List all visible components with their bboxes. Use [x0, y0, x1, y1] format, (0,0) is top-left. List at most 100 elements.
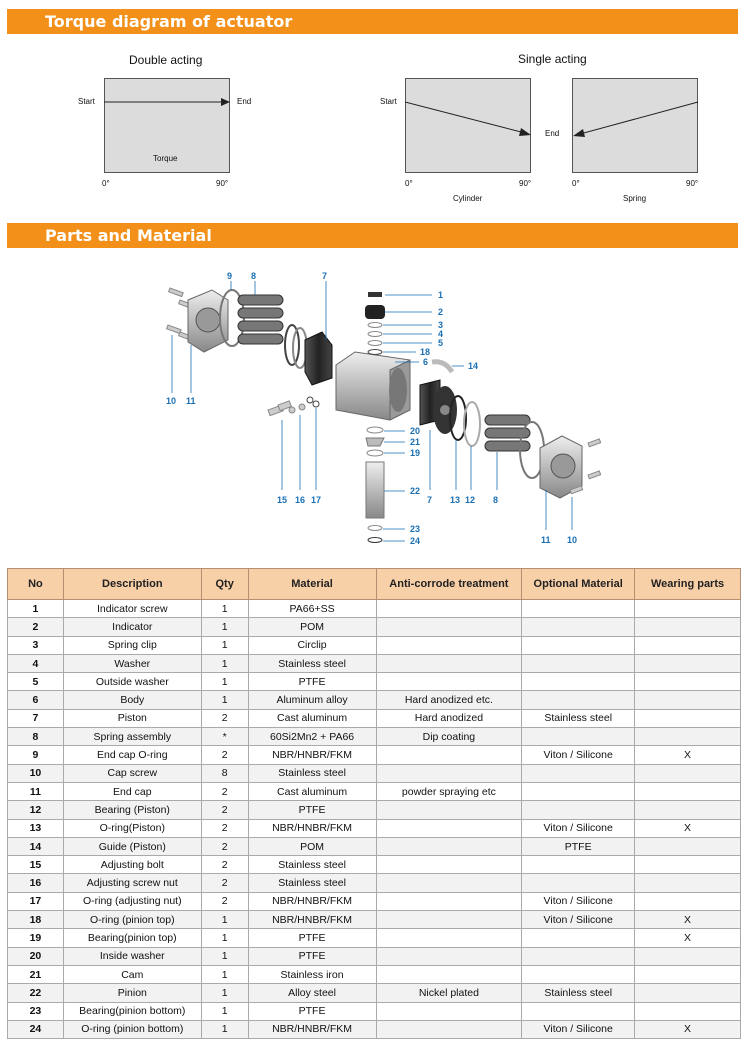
quantity-cell: 1: [200, 910, 249, 930]
column-header: Material: [247, 568, 377, 600]
double-start-label: Start: [78, 97, 95, 106]
callout-21: 21: [410, 437, 420, 447]
callout-18: 18: [420, 347, 430, 357]
description-cell: Washer: [62, 653, 202, 674]
cylinder-arrow: [405, 101, 531, 136]
spring-0-label: 0°: [572, 179, 580, 188]
anti-corrode-treatment-cell: [375, 745, 523, 765]
column-header: Wearing parts: [634, 568, 741, 600]
material-cell: Cast aluminum: [247, 708, 377, 729]
anti-corrode-treatment-cell: [375, 928, 523, 948]
wearing-part-cell: X: [634, 928, 741, 948]
wearing-part-cell: [634, 653, 741, 674]
wearing-part-cell: X: [634, 818, 741, 838]
material-cell: Aluminum alloy: [247, 690, 377, 710]
anti-corrode-treatment-cell: [375, 818, 523, 838]
description-cell: Adjusting screw nut: [62, 873, 202, 893]
material-cell: Stainless steel: [247, 653, 377, 674]
optional-material-cell: [521, 727, 636, 747]
material-cell: Alloy steel: [247, 983, 377, 1003]
anti-corrode-treatment-cell: [375, 617, 523, 637]
material-cell: Circlip: [247, 635, 377, 655]
cylinder-0-label: 0°: [405, 179, 413, 188]
description-cell: Bearing (Piston): [62, 800, 202, 820]
anti-corrode-treatment-cell: [375, 653, 523, 674]
anti-corrode-treatment-cell: Dip coating: [375, 727, 523, 747]
part-number-cell: 4: [7, 653, 64, 674]
description-cell: Bearing(pinion bottom): [62, 1001, 202, 1021]
callout-6: 6: [423, 357, 428, 367]
description-cell: O-ring (pinion bottom): [62, 1019, 202, 1040]
optional-material-cell: [521, 763, 636, 783]
anti-corrode-treatment-cell: [375, 946, 523, 966]
description-cell: Adjusting bolt: [62, 855, 202, 875]
material-cell: PTFE: [247, 928, 377, 948]
part-number-cell: 14: [7, 836, 64, 857]
part-number-cell: 3: [7, 635, 64, 655]
wearing-part-cell: [634, 946, 741, 966]
cylinder-label: Cylinder: [453, 194, 483, 203]
quantity-cell: 2: [200, 781, 249, 802]
anti-corrode-treatment-cell: Hard anodized etc.: [375, 690, 523, 710]
optional-material-cell: Stainless steel: [521, 708, 636, 729]
anti-corrode-treatment-cell: [375, 855, 523, 875]
material-cell: PTFE: [247, 672, 377, 692]
cylinder-90-label: 90°: [519, 179, 532, 188]
description-cell: Pinion: [62, 983, 202, 1003]
callout-7-bottom: 7: [427, 495, 432, 505]
description-cell: Cap screw: [62, 763, 202, 783]
wearing-part-cell: [634, 635, 741, 655]
material-cell: Stainless steel: [247, 873, 377, 893]
quantity-cell: 1: [200, 1019, 249, 1040]
callout-23: 23: [410, 524, 420, 534]
quantity-cell: 1: [200, 964, 249, 985]
quantity-cell: 2: [200, 818, 249, 838]
material-cell: PTFE: [247, 1001, 377, 1021]
anti-corrode-treatment-cell: powder spraying etc: [375, 781, 523, 802]
optional-material-cell: [521, 800, 636, 820]
optional-material-cell: PTFE: [521, 836, 636, 857]
wearing-part-cell: X: [634, 745, 741, 765]
wearing-part-cell: [634, 708, 741, 729]
wearing-part-cell: [634, 800, 741, 820]
anti-corrode-treatment-cell: [375, 635, 523, 655]
description-cell: Indicator screw: [62, 598, 202, 619]
quantity-cell: 8: [200, 763, 249, 783]
wearing-part-cell: [634, 672, 741, 692]
anti-corrode-treatment-cell: Hard anodized: [375, 708, 523, 729]
callout-2: 2: [438, 307, 443, 317]
optional-material-cell: Viton / Silicone: [521, 818, 636, 838]
quantity-cell: 1: [200, 617, 249, 637]
wearing-part-cell: [634, 1001, 741, 1021]
single-cylinder-panel: [405, 78, 531, 173]
quantity-cell: 2: [200, 891, 249, 912]
callout-12: 12: [465, 495, 475, 505]
material-cell: NBR/HNBR/FKM: [247, 891, 377, 912]
anti-corrode-treatment-cell: [375, 891, 523, 912]
quantity-cell: 2: [200, 836, 249, 857]
callout-16: 16: [295, 495, 305, 505]
quantity-cell: 1: [200, 672, 249, 692]
description-cell: Body: [62, 690, 202, 710]
callout-11-left: 11: [186, 396, 196, 406]
optional-material-cell: [521, 672, 636, 692]
callout-9: 9: [227, 271, 232, 281]
quantity-cell: 1: [200, 690, 249, 710]
optional-material-cell: Viton / Silicone: [521, 745, 636, 765]
callout-3: 3: [438, 320, 443, 330]
description-cell: Guide (Piston): [62, 836, 202, 857]
part-number-cell: 22: [7, 983, 64, 1003]
double-0-label: 0°: [102, 179, 110, 188]
description-cell: O-ring (pinion top): [62, 910, 202, 930]
description-cell: Spring clip: [62, 635, 202, 655]
material-cell: PTFE: [247, 800, 377, 820]
